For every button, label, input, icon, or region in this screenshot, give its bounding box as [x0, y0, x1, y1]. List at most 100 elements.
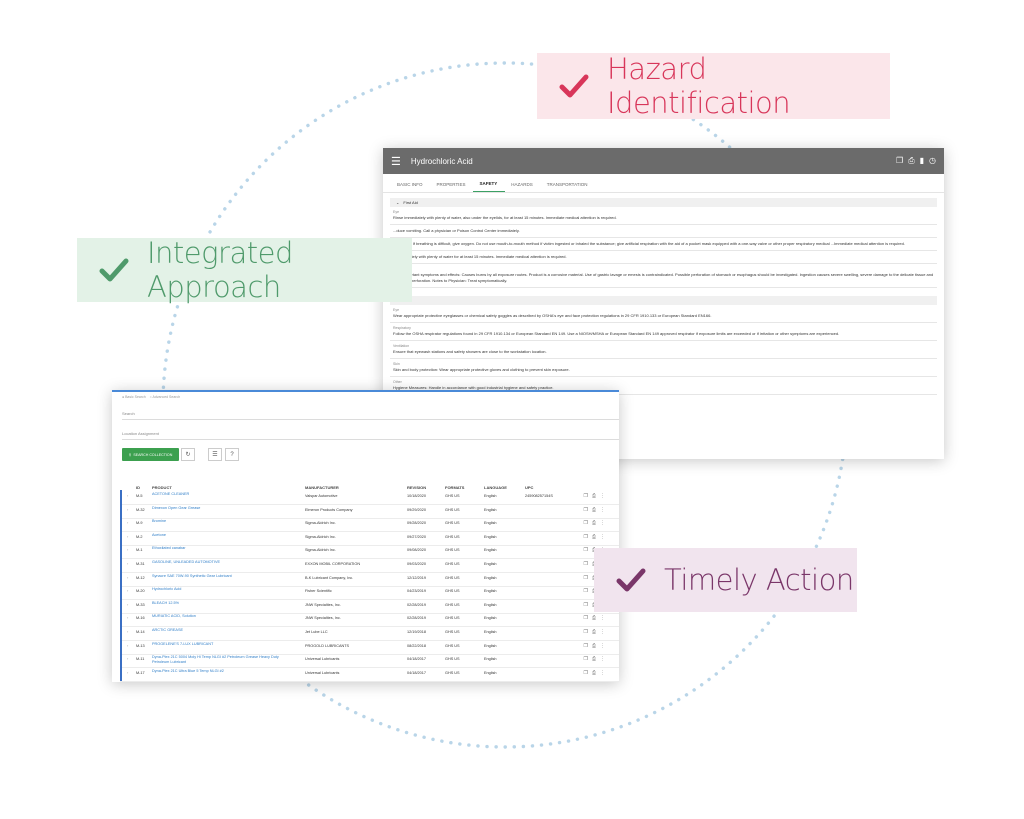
tab-safety[interactable]: SAFETY — [473, 181, 506, 192]
more-icon[interactable]: ⋮ — [600, 656, 605, 663]
copy-icon[interactable]: ❐ — [896, 156, 904, 165]
col-formats[interactable]: FORMATS — [445, 485, 465, 490]
print-icon[interactable]: ⎙ — [591, 506, 596, 513]
tab-hazards[interactable]: HAZARDS — [511, 182, 533, 187]
ppe-section-header[interactable]: ⌄ PPE — [390, 296, 937, 305]
print-icon[interactable]: ⎙ — [591, 629, 596, 635]
expand-chevron-icon[interactable]: › — [127, 548, 129, 553]
cell-product-link[interactable]: ARCTIC GREASE — [152, 628, 184, 632]
more-icon[interactable]: ⋮ — [600, 642, 605, 649]
expand-chevron-icon[interactable]: › — [127, 521, 129, 526]
cell-product-link[interactable]: Bromine — [152, 519, 167, 524]
expand-chevron-icon[interactable]: › — [127, 616, 129, 621]
cell-product-link[interactable]: Synacre SAE 70W-90 Synthetic Gear Lubric… — [152, 573, 232, 578]
tab-transportation[interactable]: TRANSPORTATION — [546, 182, 588, 187]
location-assignment-input[interactable]: Location Assignment — [122, 431, 619, 440]
cell-product-link[interactable]: GASOLINE, UNLEADED AUTOMOTIVE — [152, 560, 221, 564]
copy-icon[interactable]: ❐ — [583, 615, 588, 622]
copy-icon[interactable]: ❐ — [583, 547, 588, 554]
cell-product-link[interactable]: ACETONE CLEANER — [152, 492, 190, 496]
print-icon[interactable]: ⎙ — [591, 615, 596, 622]
copy-icon[interactable]: ❐ — [583, 629, 588, 635]
print-icon[interactable]: ⎙ — [591, 642, 596, 649]
refresh-button[interactable]: ↻ — [181, 448, 195, 461]
history-icon[interactable]: ◷ — [929, 156, 936, 165]
list-view-button[interactable]: ☰ — [208, 448, 222, 461]
print-icon[interactable]: ⎙ — [591, 669, 596, 676]
copy-icon[interactable]: ❐ — [583, 493, 588, 499]
print-icon[interactable]: ⎙ — [591, 533, 596, 540]
copy-icon[interactable]: ❐ — [583, 520, 588, 527]
expand-chevron-icon[interactable]: › — [127, 657, 129, 662]
tab-properties[interactable]: PROPERTIES — [436, 182, 466, 187]
cell-product-link[interactable]: MURIATIC ACID, Solution — [152, 614, 196, 619]
expand-chevron-icon[interactable]: › — [127, 630, 129, 634]
more-icon[interactable]: ⋮ — [600, 629, 605, 635]
print-icon[interactable]: ⎙ — [592, 588, 596, 594]
expand-chevron-icon[interactable]: › — [127, 534, 129, 539]
cell-product-link[interactable]: BLEACH 12.5% — [152, 600, 180, 605]
expand-chevron-icon[interactable]: › — [127, 507, 129, 512]
menu-icon[interactable]: ☰ — [391, 155, 401, 168]
more-icon[interactable]: ⋮ — [600, 520, 605, 527]
delete-icon[interactable]: ▮ — [919, 156, 925, 165]
tab-basic-info[interactable]: BASIC INFO — [397, 182, 423, 187]
print-icon[interactable]: ⎙ — [908, 156, 915, 165]
more-icon[interactable]: ⋮ — [600, 506, 605, 513]
cell-product-link[interactable]: Hydrochloric Acid — [152, 587, 182, 592]
copy-icon[interactable]: ❐ — [583, 601, 588, 608]
print-icon[interactable]: ⎙ — [592, 561, 596, 567]
more-icon[interactable]: ⋮ — [600, 493, 605, 499]
cell-product-link[interactable]: Ethoxilated canabar — [152, 546, 186, 551]
copy-icon[interactable]: ❐ — [583, 561, 588, 567]
basic-search-radio[interactable]: ● Basic Search — [122, 395, 146, 399]
more-icon[interactable]: ⋮ — [600, 615, 605, 622]
col-id[interactable]: ID — [136, 485, 140, 490]
copy-icon[interactable]: ❐ — [583, 506, 588, 513]
print-icon[interactable]: ⎙ — [591, 520, 596, 527]
print-icon[interactable]: ⎙ — [592, 575, 596, 581]
help-button[interactable]: ? — [225, 448, 239, 461]
copy-icon[interactable]: ❐ — [583, 533, 588, 540]
print-icon[interactable]: ⎙ — [591, 493, 596, 499]
expand-chevron-icon[interactable]: › — [127, 494, 129, 498]
expand-chevron-icon[interactable]: › — [127, 602, 129, 607]
advanced-search-radio[interactable]: ○ Advanced Search — [149, 395, 181, 399]
expand-chevron-icon[interactable]: › — [127, 589, 129, 594]
cell-product-link[interactable]: Dyna-Plex 21C Ultra Blue 5 Temp NLGI #2 — [152, 668, 224, 673]
more-icon[interactable]: ⋮ — [600, 533, 605, 540]
expand-chevron-icon[interactable]: › — [127, 670, 129, 675]
print-icon[interactable]: ⎙ — [591, 656, 596, 663]
copy-icon[interactable]: ❐ — [583, 656, 588, 663]
search-input[interactable]: Search — [122, 411, 619, 420]
copy-icon[interactable]: ❐ — [583, 574, 588, 581]
col-revision[interactable]: REVISION — [407, 485, 427, 490]
copy-icon[interactable]: ❐ — [583, 669, 588, 676]
col-manufacturer[interactable]: MANUFACTURER — [305, 485, 339, 490]
first-aid-section-header[interactable]: ⌄ First Aid — [390, 198, 937, 207]
col-language[interactable]: LANGUAGE — [484, 485, 507, 490]
expand-chevron-icon[interactable]: › — [127, 643, 129, 648]
copy-icon[interactable]: ❐ — [583, 642, 588, 649]
more-icon[interactable]: ⋮ — [600, 669, 605, 676]
cell-product-link[interactable]: Acetone — [152, 532, 166, 537]
col-upc[interactable]: UPC — [525, 485, 534, 490]
expand-chevron-icon[interactable]: › — [127, 575, 129, 580]
copy-icon[interactable]: ❐ — [583, 588, 588, 595]
col-product[interactable]: PRODUCT — [152, 485, 172, 490]
expand-chevron-icon[interactable]: › — [127, 562, 129, 566]
cell-product-link[interactable]: PROGELENE'S 7-LUX LUBRICANT — [152, 641, 214, 646]
search-collection-button[interactable]: ⚲ SEARCH COLLECTION — [122, 448, 179, 461]
cell-product-link[interactable]: Dyna-Plex 21C 5004 Moly Hi Temp NLGI #2 … — [152, 655, 279, 665]
